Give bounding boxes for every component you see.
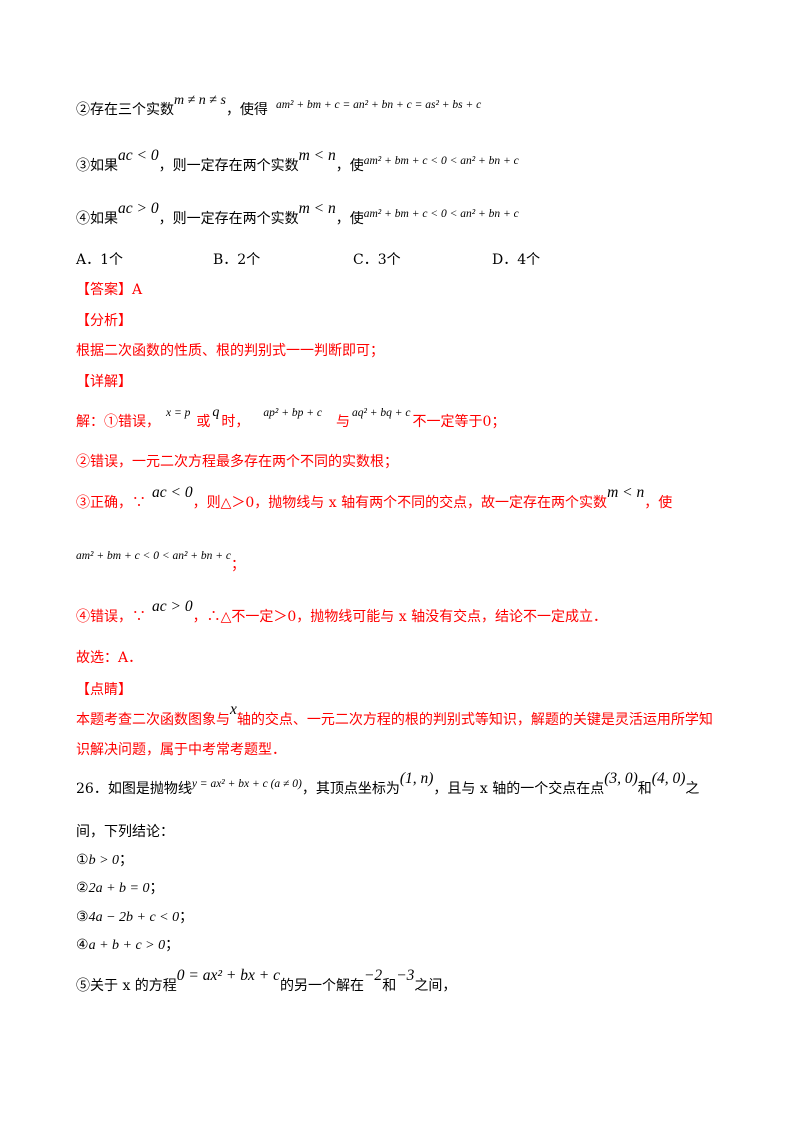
conclusion-5-math-neg2: −2 [363,967,383,984]
detail-1-math-4: aq² + bq + c [351,407,411,419]
detail-1: 解：①错误， x = p 或q时， ap² + bp + c 与aq² + bq + c… [76,405,506,433]
detail-3: ③正确，∵ ac < 0，则△＞0，抛物线与 x 轴有两个不同的交点，故一定存在两… [76,484,673,513]
conclusion-2-end: ； [149,880,164,896]
statement-4-mid1: ，则一定存在两个实数 [158,211,299,227]
statement-2-prefix: ②存在三个实数 [76,102,174,118]
q26-math-point-4: (4, 0) [651,770,686,787]
q26-text-d: 和 [637,781,652,797]
statement-4-condition: ac > 0 [118,200,159,217]
detail-1-math-1: x = p [166,407,191,419]
conclusion-3: ③4a − 2b + c < 0； [76,907,193,928]
conclusion-5-text-c: 和 [382,978,397,994]
conclusion-2-math: 2a + b = 0 [88,881,150,896]
conclusion-1-number: ① [76,852,89,868]
detail-4-math-1: ac > 0 [152,598,193,615]
conclusion-1-math: b > 0 [88,853,120,868]
conclusion-4: ④a + b + c > 0； [76,935,179,956]
detail-4-text-b: ，∴△不一定＞0，抛物线可能与 x 轴没有交点，结论不一定成立． [192,609,608,625]
comment-math-x: x [230,701,237,718]
q26-text-e: 之 [685,781,700,797]
comment-heading: 【点睛】 [76,682,132,698]
analysis-text: 根据二次函数的性质、根的判别式一一判断即可； [76,343,384,359]
answer: 【答案】A [76,282,143,298]
comment-line-2: 识解决问题，属于中考常考题型． [76,742,286,758]
detail-1-math-3: ap² + bp + c [263,407,322,419]
statement-2-condition: m ≠ n ≠ s [174,93,226,108]
option-a: A．1个 [76,252,124,268]
conclusion-5-math-neg3: −3 [396,967,415,984]
conclusion-5-text-a: ⑤关于 x 的方程 [76,978,177,994]
statement-2-formula: am² + bm + c = an² + bn + c = as² + bs +… [275,99,482,111]
conclusion-5: ⑤关于 x 的方程0 = ax² + bx + c的另一个解在−2和−3之间， [76,967,457,996]
q26-text-a: 26．如图是抛物线 [76,781,192,797]
detail-3-text-a: ③正确，∵ [76,495,146,511]
statement-2-mid: ，使得 [225,102,268,118]
conclusion-3-number: ③ [76,909,89,925]
conclusion-2: ②2a + b = 0； [76,878,163,899]
conclusion-3-math: 4a − 2b + c < 0 [88,910,180,925]
q26-text-c: ，且与 x 轴的一个交点在点 [433,781,605,797]
conclusion-5-text-b: 的另一个解在 [279,978,364,994]
statement-2: ②存在三个实数m ≠ n ≠ s，使得 am² + bm + c = an² + … [76,93,482,121]
detail-1-text-a: 解：①错误， [76,414,160,430]
detail-3-formula-line: am² + bm + c < 0 < an² + bn + c； [76,545,245,573]
statement-3-mid1: ，则一定存在两个实数 [158,158,299,174]
conclusion-2-number: ② [76,880,89,896]
detail-3-formula: am² + bm + c < 0 < an² + bn + c [76,550,232,562]
statement-4-condition-2: m < n [298,200,336,217]
detail-1-text-e: 不一定等于0； [412,414,506,430]
conclusion-4-math: a + b + c > 0 [88,938,166,953]
conclusion-3-end: ； [179,909,194,925]
option-d: D．4个 [492,252,541,268]
detail-3-math-2: m < n [607,484,645,501]
conclusion-1-end: ； [119,852,134,868]
statement-3-formula: am² + bm + c < 0 < an² + bn + c [363,155,519,167]
conclusion-4-end: ； [165,937,180,953]
detail-3-end: ； [231,557,246,573]
detail-2: ②错误，一元二次方程最多存在两个不同的实数根； [76,454,398,470]
statement-4: ④如果ac > 0，则一定存在两个实数m < n，使am² + bm + c <… [76,200,519,230]
q26-math-vertex: (1, n) [399,770,434,787]
detail-1-text-b: 或 [196,414,211,430]
statement-3-prefix: ③如果 [76,158,118,174]
detail-3-text-b: ，则△＞0，抛物线与 x 轴有两个不同的交点，故一定存在两个实数 [192,495,608,511]
detail-3-math-1: ac < 0 [152,484,193,501]
detail-heading: 【详解】 [76,374,132,390]
conclusion-4-number: ④ [76,937,89,953]
comment-text-b: 轴的交点、一元二次方程的根的判别式等知识，解题的关键是灵活运用所学知 [236,712,713,728]
statement-4-prefix: ④如果 [76,211,118,227]
conclusion-1: ①b > 0； [76,850,133,871]
question-26-line-1: 26．如图是抛物线y = ax² + bx + c (a ≠ 0)，其顶点坐标为… [76,770,700,800]
statement-3-condition: ac < 0 [118,147,159,164]
statement-3: ③如果ac < 0，则一定存在两个实数m < n，使am² + bm + c <… [76,147,519,177]
option-c: C．3个 [353,252,401,268]
conclusion-5-math-equation: 0 = ax² + bx + c [176,967,280,984]
detail-1-math-2: q [212,405,220,420]
q26-math-point-3: (3, 0) [604,770,638,787]
detail-4: ④错误，∵ ac > 0，∴△不一定＞0，抛物线可能与 x 轴没有交点，结论不一定… [76,598,608,627]
conclusion-5-text-d: 之间， [414,978,457,994]
q26-math-parabola: y = ax² + bx + c (a ≠ 0) [191,778,302,790]
detail-1-text-c: 时， [221,414,250,430]
detail-1-text-d: 与 [335,414,350,430]
q26-text-b: ，其顶点坐标为 [301,781,400,797]
statement-4-formula: am² + bm + c < 0 < an² + bn + c [363,208,519,220]
analysis-heading: 【分析】 [76,313,132,329]
detail-4-text-a: ④错误，∵ [76,609,146,625]
choice: 故选：A． [76,650,143,666]
question-26-line-2: 间，下列结论： [76,824,174,840]
statement-3-mid2: ，使 [335,158,364,174]
detail-3-text-c: ，使 [644,495,673,511]
comment-text-a: 本题考查二次函数图象与 [76,712,230,728]
option-b: B．2个 [213,252,261,268]
statement-4-mid2: ，使 [335,211,364,227]
comment-line-1: 本题考查二次函数图象与x轴的交点、一元二次方程的根的判别式等知识，解题的关键是灵… [76,701,713,730]
statement-3-condition-2: m < n [298,147,336,164]
